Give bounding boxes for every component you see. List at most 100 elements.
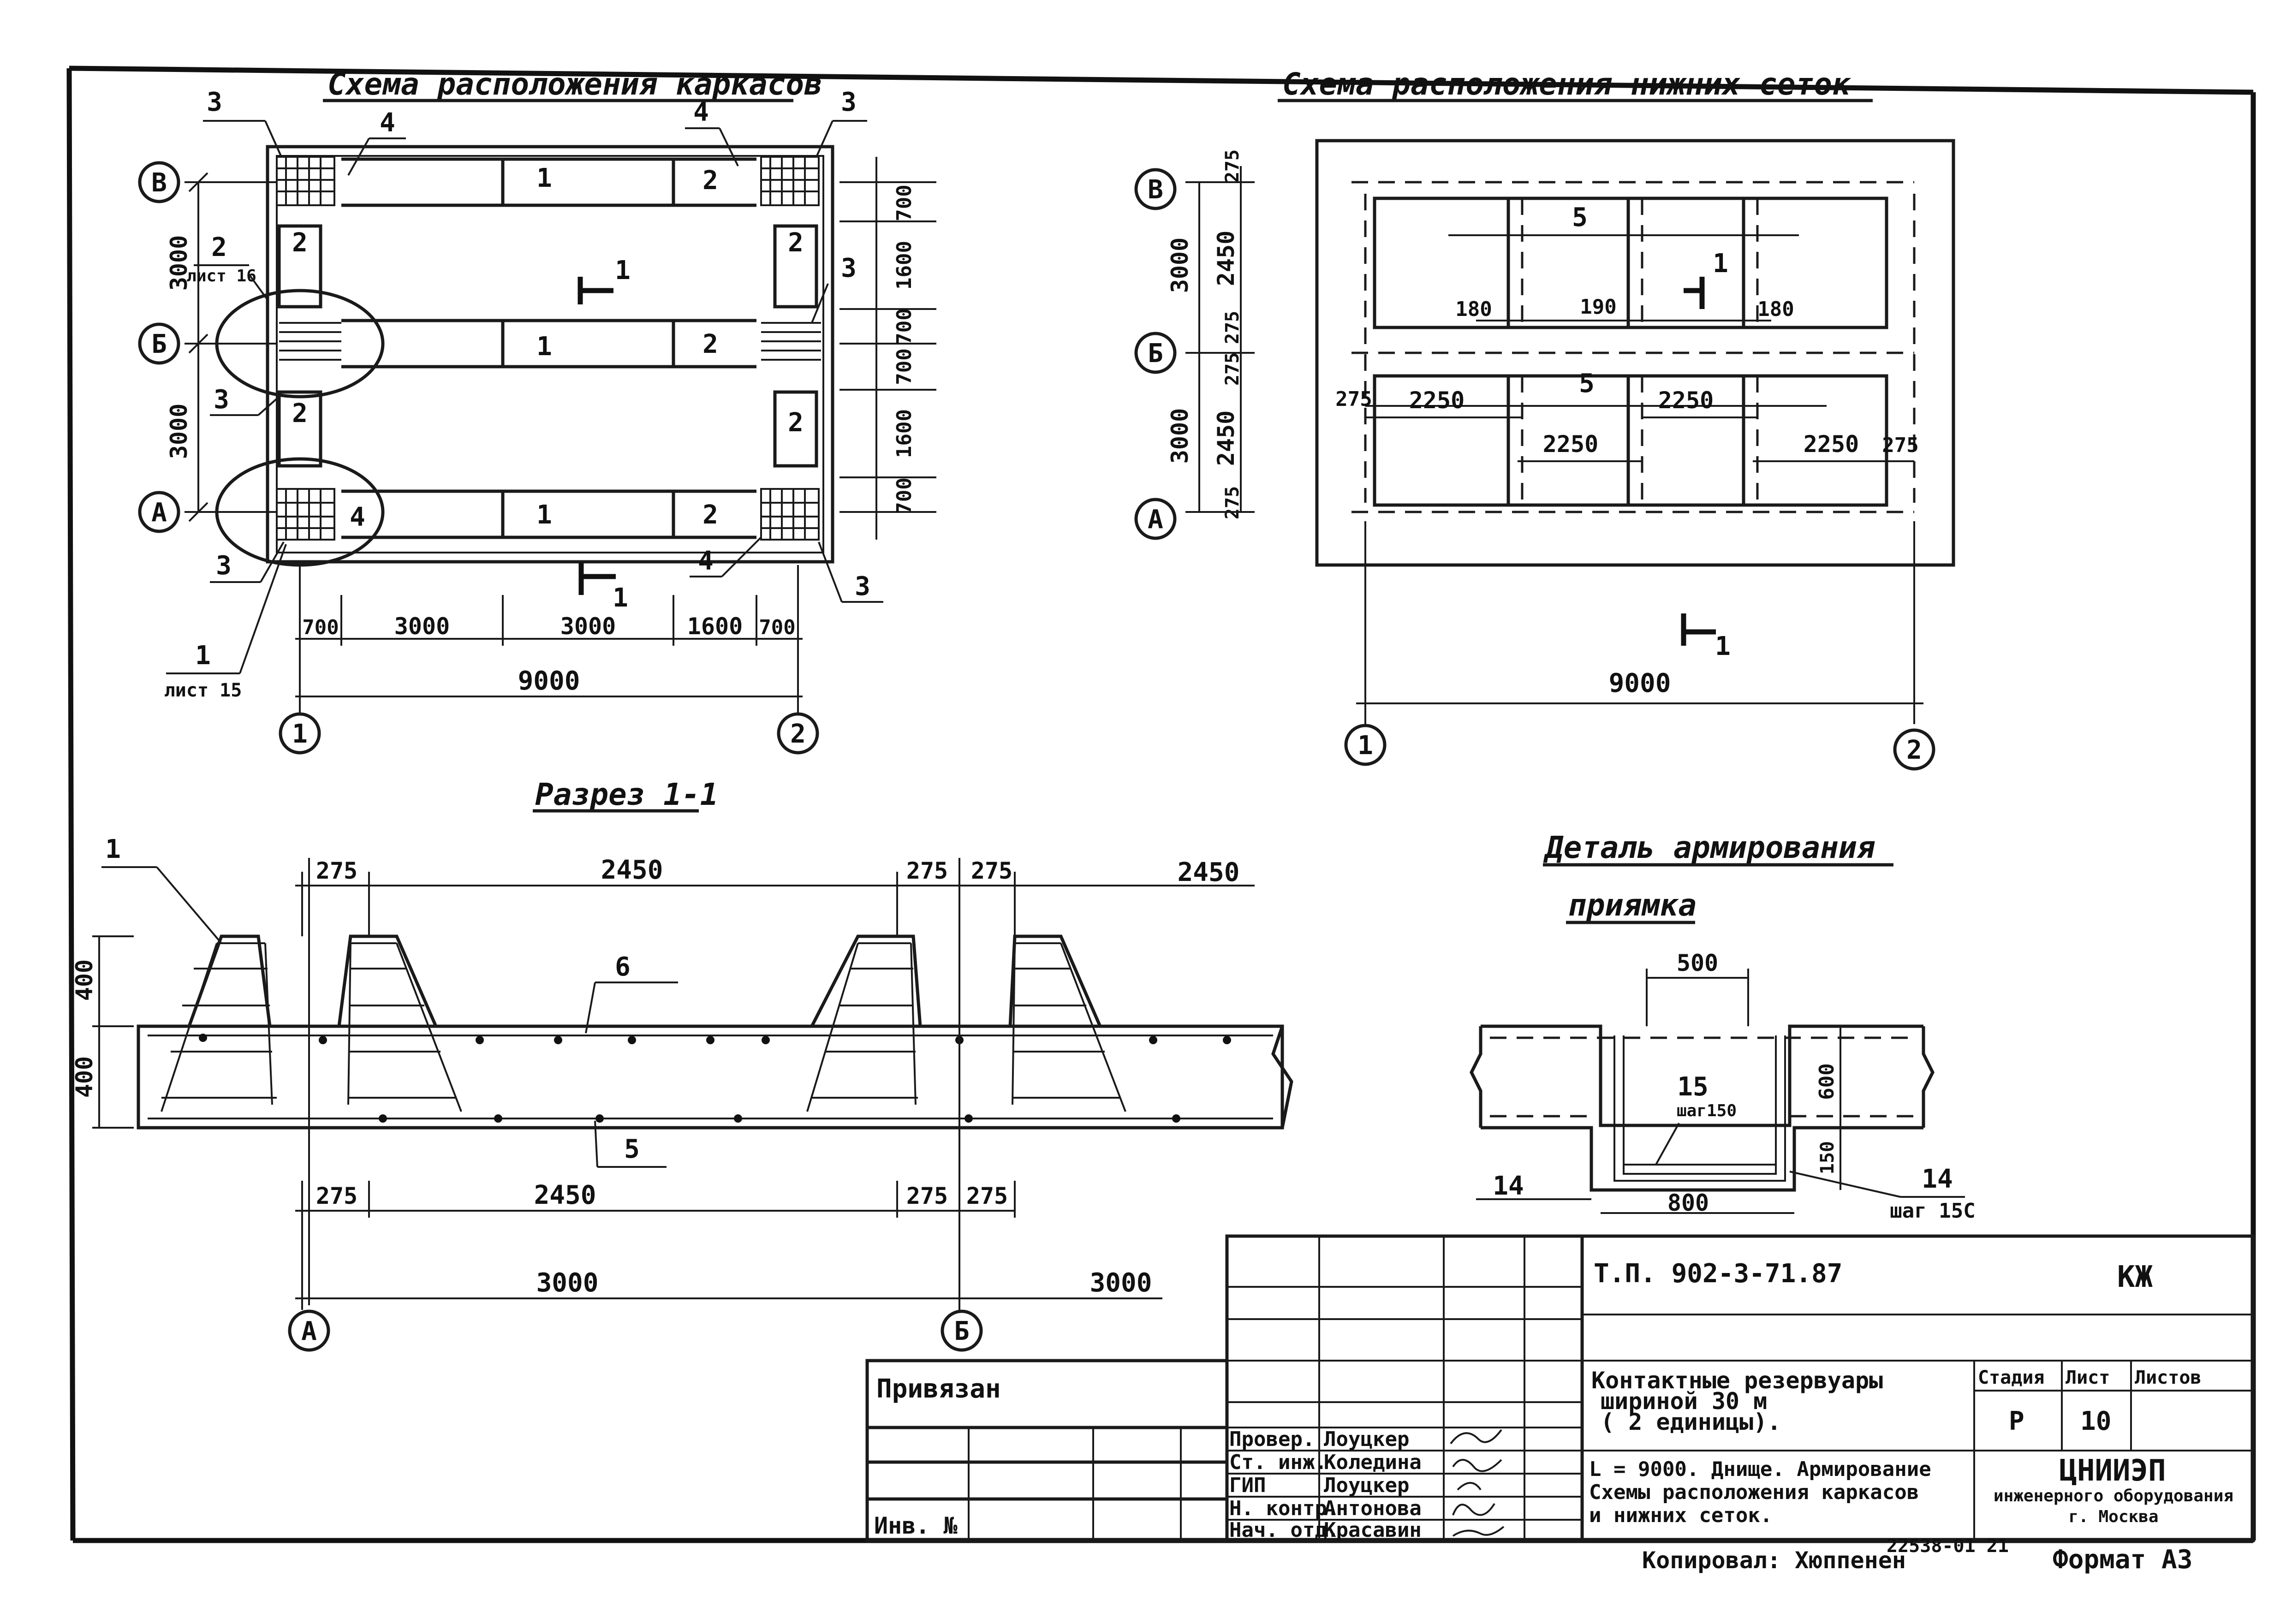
detail-subtitle: приямка xyxy=(1568,887,1697,923)
drawing-label: 3000 xyxy=(560,613,616,640)
axis-bubble-b xyxy=(941,1309,983,1352)
drawing-label: 2 xyxy=(292,399,308,428)
frame-row-middle xyxy=(341,319,756,369)
drawing-label: 275 xyxy=(906,857,948,884)
drawing-label: 9000 xyxy=(1609,668,1671,698)
drawing-label: 275 xyxy=(316,1183,357,1209)
drawing-label: 3 xyxy=(214,385,229,415)
drawing-label: 2450 xyxy=(601,855,663,885)
drawing-label: А xyxy=(151,498,167,528)
corner-mesh-top-right xyxy=(760,156,820,206)
drawing-label: 2 xyxy=(702,166,718,196)
drawing-label: А xyxy=(1148,505,1163,535)
drawing-label: 3000 xyxy=(166,235,192,291)
drawing-label: 2 xyxy=(790,719,806,749)
drawing-label: 2 xyxy=(788,408,804,438)
drawing-label: 150 xyxy=(1817,1141,1838,1174)
drawing-label: 2450 xyxy=(1178,857,1240,887)
meshes-plan: Схема расположения нижних сеток 5 5 180 … xyxy=(1134,66,1955,771)
drawing-label: 4 xyxy=(698,546,714,576)
drawing-label: 6 xyxy=(615,952,631,982)
drawing-label: 10 xyxy=(2080,1406,2111,1436)
drawing-label: 180 xyxy=(1757,297,1794,321)
drawing-label: 1 xyxy=(615,256,631,286)
section-title: Разрез 1-1 xyxy=(535,777,718,812)
drawing-label: 275 xyxy=(1222,352,1243,386)
frames-plan: Схема расположения каркасов xyxy=(138,66,936,755)
meshes-plan-title: Схема расположения нижних сеток xyxy=(1282,66,1851,102)
drawing-label: Нач. отд. xyxy=(1229,1518,1339,1542)
drawing-label: 190 xyxy=(1580,295,1616,319)
section-1-1: Разрез 1-1 400 400 xyxy=(71,777,1293,1352)
drawing-label: 3 xyxy=(855,571,870,601)
drawing-label: 1600 xyxy=(893,241,916,290)
axis-bubble-b xyxy=(138,322,180,365)
drawing-label: 5 xyxy=(1579,369,1595,399)
frames-plan-title: Схема расположения каркасов xyxy=(327,66,822,102)
drawing-label: 700 xyxy=(893,308,916,345)
drawing-label: Б xyxy=(954,1316,970,1346)
drawing-label: Провер. xyxy=(1229,1428,1315,1451)
drawing-label: 1 xyxy=(536,332,552,362)
doc-code: Т.П. 902-3-71.87 xyxy=(1594,1259,1842,1289)
axis-bubble-v xyxy=(138,161,180,203)
frame-row-bottom xyxy=(341,489,756,539)
drawing-label: Антонова xyxy=(1324,1497,1422,1520)
drawing-label: ГИП xyxy=(1229,1474,1266,1497)
drawing-label: лист 16 xyxy=(186,267,256,286)
drawing-label: 1 xyxy=(536,163,552,193)
drawing-label: 180 xyxy=(1455,297,1492,321)
drawing-label: Коледина xyxy=(1324,1451,1422,1474)
drawing-label: 3 xyxy=(841,253,857,283)
drawing-label: г. Москва xyxy=(2068,1507,2158,1526)
drawing-label: А xyxy=(301,1316,317,1346)
drawing-label: и нижних сеток. xyxy=(1589,1504,1772,1527)
drawing-label: 275 xyxy=(1222,149,1243,183)
drawing-label: 1 xyxy=(292,719,308,749)
drawing-label: Схемы расположения каркасов xyxy=(1589,1481,1919,1504)
edge-mesh-left-middle xyxy=(279,322,341,361)
drawing-label: 275 xyxy=(1882,434,1918,457)
drawing-label: 800 xyxy=(1667,1190,1709,1216)
title-block: Привязан Инв. № Провер. Ст. инж. ГИП Н. … xyxy=(865,1234,2255,1542)
drawing-label: шаг150 xyxy=(1677,1101,1737,1120)
drawing-label: 3 xyxy=(841,87,857,117)
detail-title: Деталь армирования xyxy=(1543,830,1875,865)
drawing-label: 700 xyxy=(759,616,795,639)
frame-row-top xyxy=(341,157,756,207)
drawing-label: 2450 xyxy=(1213,231,1239,286)
corner-mesh-top-left xyxy=(276,156,335,206)
drawing-label: 700 xyxy=(893,348,916,385)
drawing-label: инженерного оборудования xyxy=(1994,1487,2233,1505)
drawing-label: 4 xyxy=(350,502,365,532)
drawing-label: 2250 xyxy=(1658,387,1714,414)
signatures xyxy=(1450,1429,1505,1537)
drawing-label: 3000 xyxy=(1167,408,1193,464)
sheet-frame xyxy=(66,65,2256,1543)
drawing-label: Б xyxy=(151,329,167,359)
drawing-label: Р xyxy=(2009,1406,2024,1436)
drawing-label: 2250 xyxy=(1543,431,1598,458)
drawing-label: 3000 xyxy=(536,1268,599,1298)
drawing-label: 700 xyxy=(302,616,339,639)
drawing-label: 1 xyxy=(613,583,628,613)
axis-bubble-a xyxy=(138,491,180,533)
drawing-label: 1 xyxy=(1715,631,1731,661)
order-number: 22538-01 21 xyxy=(1887,1535,2009,1557)
drawing-label: 1 xyxy=(105,834,121,864)
drawing-label: 600 xyxy=(1815,1063,1839,1100)
drawing-label: В xyxy=(151,168,167,198)
drawing-label: 275 xyxy=(316,857,357,884)
drawing-label: Стадия xyxy=(1978,1367,2045,1388)
drawing-label: Листов xyxy=(2135,1367,2202,1388)
drawing-label: 4 xyxy=(380,108,395,138)
drawing-label: 3000 xyxy=(1090,1268,1152,1298)
drawing-label: 2 xyxy=(788,228,804,258)
axis-bubble-b xyxy=(1134,332,1177,374)
drawing-label: 2450 xyxy=(1213,410,1239,466)
drawing-label: 9000 xyxy=(518,666,580,696)
drawing-label: 500 xyxy=(1677,950,1718,976)
drawing-label: 1 xyxy=(536,500,552,530)
drawing-label: Контактные резервуары xyxy=(1591,1367,1883,1394)
